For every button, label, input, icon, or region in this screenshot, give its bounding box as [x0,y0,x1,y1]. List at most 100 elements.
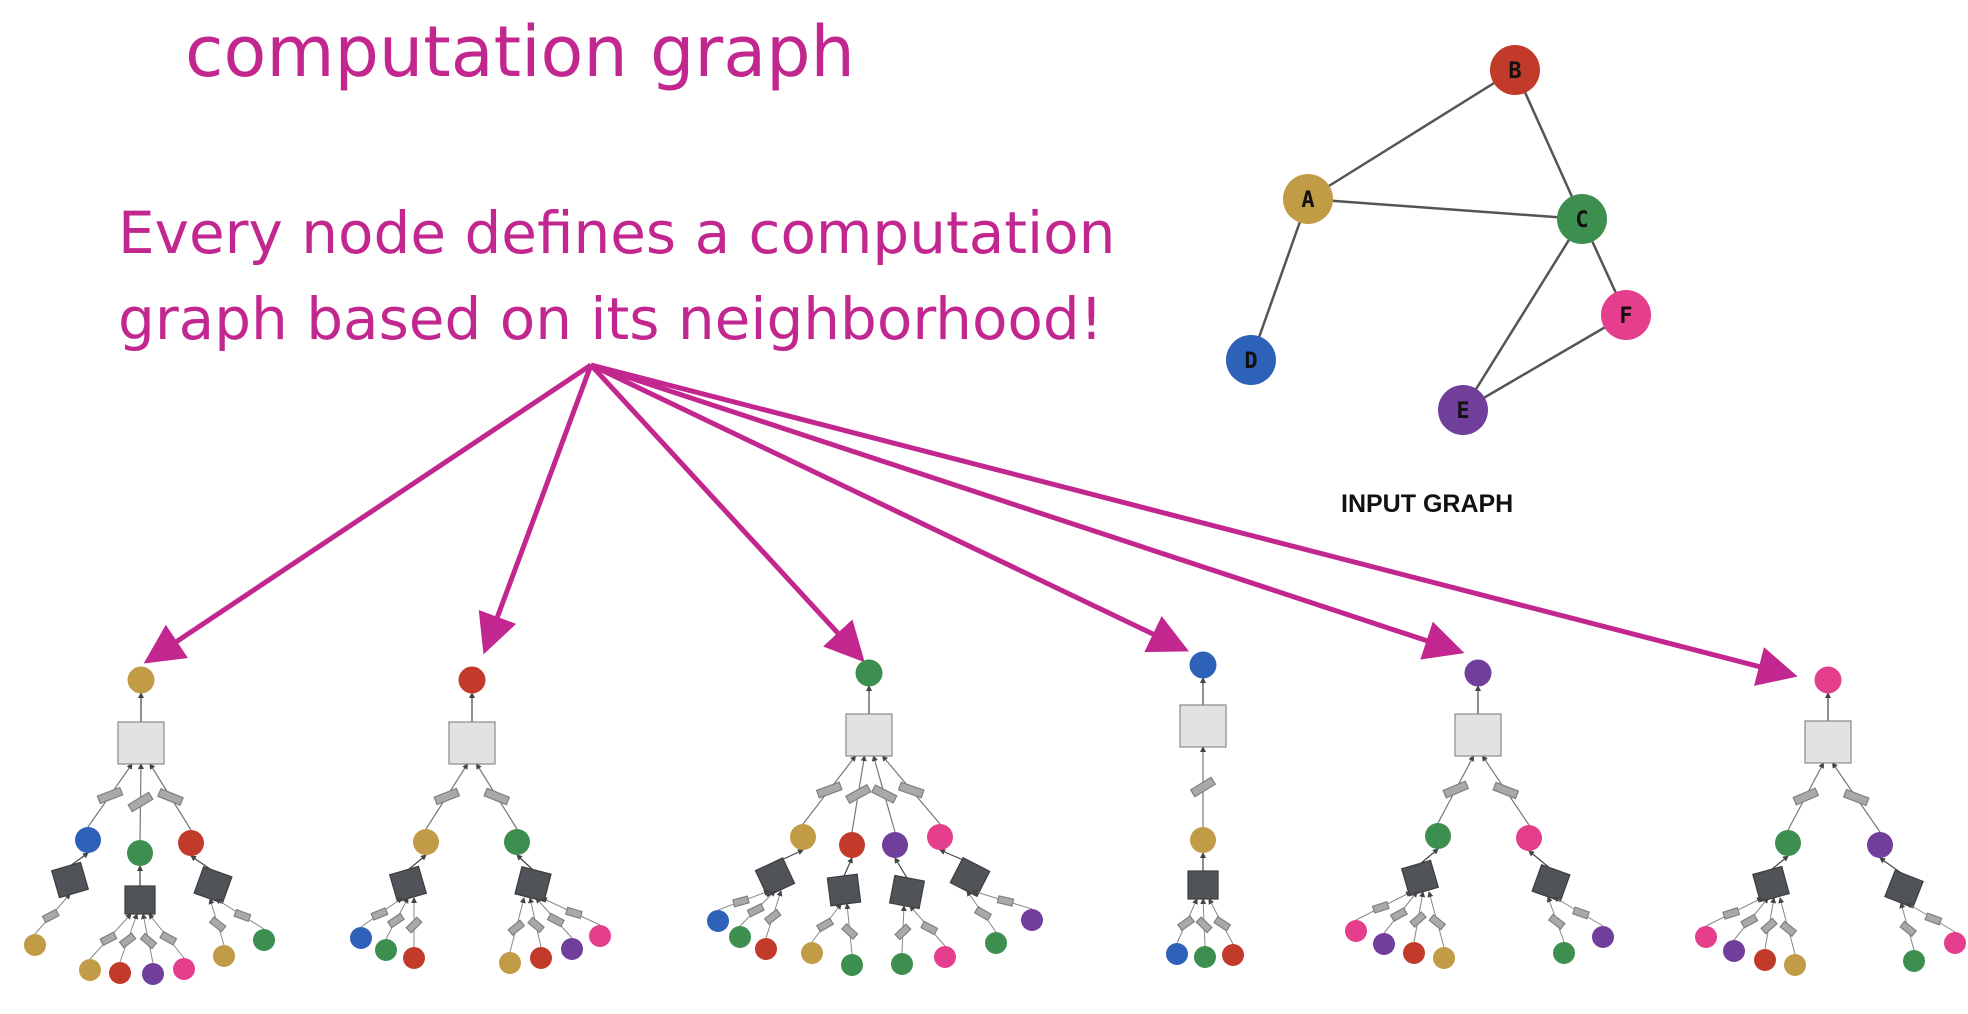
aggregation-box [1454,713,1502,757]
message-connector [527,916,545,934]
child-node-C [1775,830,1801,856]
leaf-node-B [755,938,777,960]
leaf-node-B [1222,944,1244,966]
child-node-E [1867,832,1893,858]
leaf-node-A [1784,954,1806,976]
input-node-label-E: E [1456,399,1469,424]
computation-tree-A [24,666,275,985]
message-connector [815,917,835,933]
message-connector [127,791,154,813]
tree-edge [843,857,853,877]
computation-tree-B [350,666,611,974]
pointer-arrow-D [589,362,1190,653]
message-connector [841,922,859,941]
leaf-node-A [499,952,521,974]
leaf-node-E [1373,933,1395,955]
input-node-D [1226,335,1276,385]
leaf-node-F [934,946,956,968]
leaf-node-E [1021,909,1043,931]
child-node-F [927,824,953,850]
neural-network-box [193,865,233,905]
subtitle-line-1: Every node defines a computation [118,199,1116,267]
leaf-node-F [1944,932,1966,954]
message-connector [920,920,939,936]
neural-network-box [1187,870,1219,900]
message-connector [118,932,137,949]
message-connector [1189,776,1217,798]
leaf-node-A [24,934,46,956]
message-connector [1899,920,1918,938]
input-edge-A-D [1249,198,1310,361]
leaf-node-B [530,947,552,969]
neural-network-box [388,865,428,903]
child-node-B [178,830,204,856]
message-connector [1842,788,1870,807]
message-connector [815,781,843,799]
input-node-A [1283,174,1333,224]
leaf-node-D [350,927,372,949]
message-connector [370,907,389,921]
computation-tree-F [1695,666,1966,976]
neural-network-box [888,874,926,910]
message-connector [1547,913,1566,930]
leaf-node-F [1345,920,1367,942]
pointer-arrow-E [590,362,1465,660]
neural-network-box [949,856,991,898]
leaf-node-C [1553,942,1575,964]
message-connector [897,781,925,799]
message-connector [1428,913,1447,931]
message-connector [1177,915,1195,932]
child-node-C [1425,823,1451,849]
message-connector [433,787,461,806]
leaf-node-C [729,926,751,948]
tree-edge [1770,855,1789,871]
target-node-F [1814,666,1842,694]
computation-tree-E [1345,659,1614,969]
message-connector [157,788,184,806]
leaf-node-F [589,925,611,947]
computation-tree-D [1166,651,1244,968]
tree-edge [1528,850,1552,870]
message-connector [844,783,872,805]
message-connector [763,908,782,926]
message-connector [139,932,158,950]
child-node-A [1190,827,1216,853]
leaf-node-E [1592,926,1614,948]
target-node-E [1464,659,1492,687]
message-connector [1389,907,1408,923]
leaf-node-C [985,932,1007,954]
child-node-E [882,832,908,858]
message-connector [1779,920,1798,938]
tree-edge [1419,848,1439,865]
target-node-D [1189,651,1217,679]
message-connector [732,895,750,908]
target-node-C [855,659,883,687]
message-connector [99,931,118,947]
message-connector [1371,901,1390,914]
message-connector [96,786,124,805]
leaf-node-D [707,910,729,932]
message-connector [405,916,423,934]
leaf-node-C [1903,950,1925,972]
child-node-A [790,824,816,850]
leaf-node-B [1403,942,1425,964]
page-title: computation graph [185,11,855,93]
message-connector [41,908,60,924]
aggregation-box [845,713,893,757]
child-node-C [127,840,153,866]
computation-trees [24,651,1966,985]
leaf-node-E [561,938,583,960]
message-connector [1213,915,1232,932]
message-connector [386,912,405,929]
input-edge-E-F [1462,313,1627,412]
leaf-node-A [79,959,101,981]
leaf-node-C [891,953,913,975]
message-connector [1722,907,1741,920]
input-node-label-A: A [1301,188,1314,213]
neural-network-box [754,857,796,897]
leaf-node-B [109,962,131,984]
input-node-label-C: C [1575,208,1588,233]
neural-network-box [124,885,156,915]
